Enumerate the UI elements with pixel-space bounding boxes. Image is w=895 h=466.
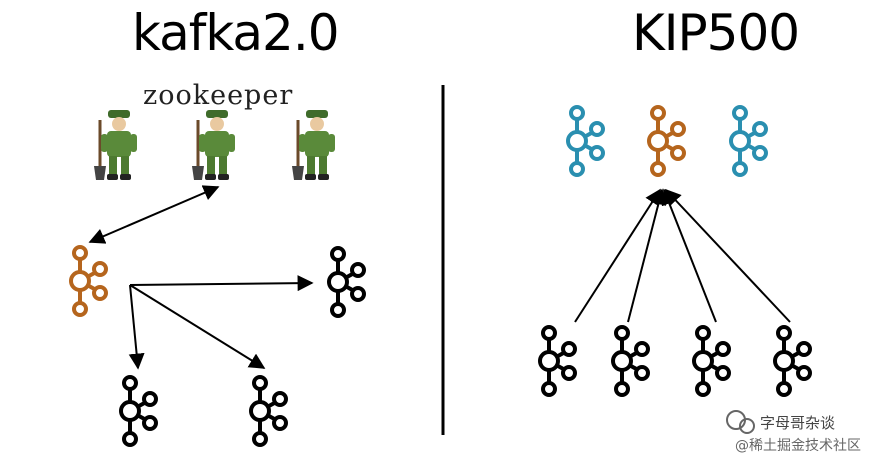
zk-controller-arrow: [88, 185, 220, 244]
wechat-icon: [726, 410, 755, 434]
controller-broker-arrow-down-left: [128, 284, 145, 370]
broker-controller-arrow-3: [661, 188, 717, 323]
kraft-broker-node-3: [692, 325, 731, 397]
watermark-line2: @稀土掘金技术社区: [735, 438, 861, 454]
broker-node-2: [119, 375, 158, 447]
zookeeper-node-2: [190, 108, 237, 182]
controller-node: [69, 245, 108, 317]
zookeeper-node-1: [92, 108, 139, 182]
broker-controller-arrow-1: [574, 188, 661, 323]
active-controller-node: [647, 105, 686, 177]
broker-controller-arrow-2: [627, 188, 667, 323]
kafka2-title: kafka2.0: [132, 4, 340, 62]
kraft-broker-node-2: [611, 325, 650, 397]
kraft-broker-node-1: [538, 325, 577, 397]
broker-node-3: [249, 375, 288, 447]
kip500-title: KIP500: [632, 4, 800, 62]
controller-broker-arrow-right: [129, 275, 314, 292]
broker-node-1: [327, 246, 366, 318]
standby-controller-node-2: [729, 105, 768, 177]
broker-controller-arrow-4: [664, 188, 791, 323]
zookeeper-label: zookeeper: [143, 80, 294, 111]
watermark-line1: 字母哥杂谈: [760, 414, 836, 432]
kraft-broker-node-4: [773, 325, 812, 397]
zookeeper-node-3: [290, 108, 337, 182]
standby-controller-node-1: [566, 105, 605, 177]
controller-broker-arrow-down-right: [129, 284, 266, 369]
